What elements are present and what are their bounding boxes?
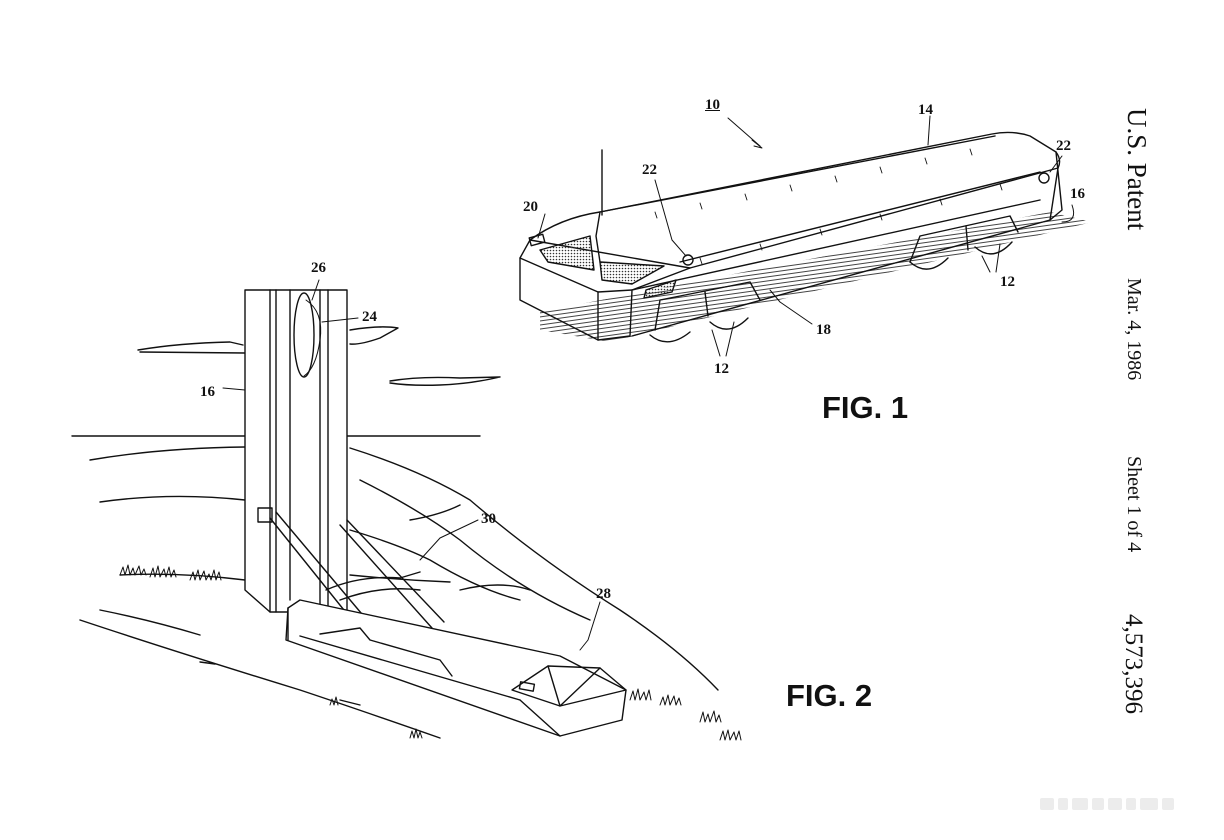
ref-26: 26 bbox=[311, 260, 326, 276]
ref-18: 18 bbox=[816, 322, 831, 338]
ref-22-front: 22 bbox=[642, 162, 657, 178]
ref-30: 30 bbox=[481, 511, 496, 527]
ref-10: 10 bbox=[705, 97, 720, 113]
fig1-caption: FIG. 1 bbox=[822, 390, 909, 425]
patent-date: Mar. 4, 1986 bbox=[1123, 278, 1145, 381]
sheet-number: Sheet 1 of 4 bbox=[1123, 456, 1145, 553]
fig2-tower-drawing bbox=[71, 279, 742, 741]
ref-24: 24 bbox=[362, 309, 377, 325]
ref-12-front: 12 bbox=[714, 361, 729, 377]
fig2-caption: FIG. 2 bbox=[786, 678, 873, 713]
ref-20: 20 bbox=[523, 199, 538, 215]
ref-16-fig1: 16 bbox=[1070, 186, 1085, 202]
fig1-vehicle-drawing bbox=[519, 115, 1092, 357]
ref-22-rear: 22 bbox=[1056, 138, 1071, 154]
ref-28: 28 bbox=[596, 586, 611, 602]
watermark-decoration bbox=[1040, 798, 1174, 810]
patent-label: U.S. Patent bbox=[1122, 108, 1152, 231]
patent-number: 4,573,396 bbox=[1120, 614, 1147, 714]
ref-16-fig2: 16 bbox=[200, 384, 215, 400]
ref-12-rear: 12 bbox=[1000, 274, 1015, 290]
ref-14: 14 bbox=[918, 102, 933, 118]
